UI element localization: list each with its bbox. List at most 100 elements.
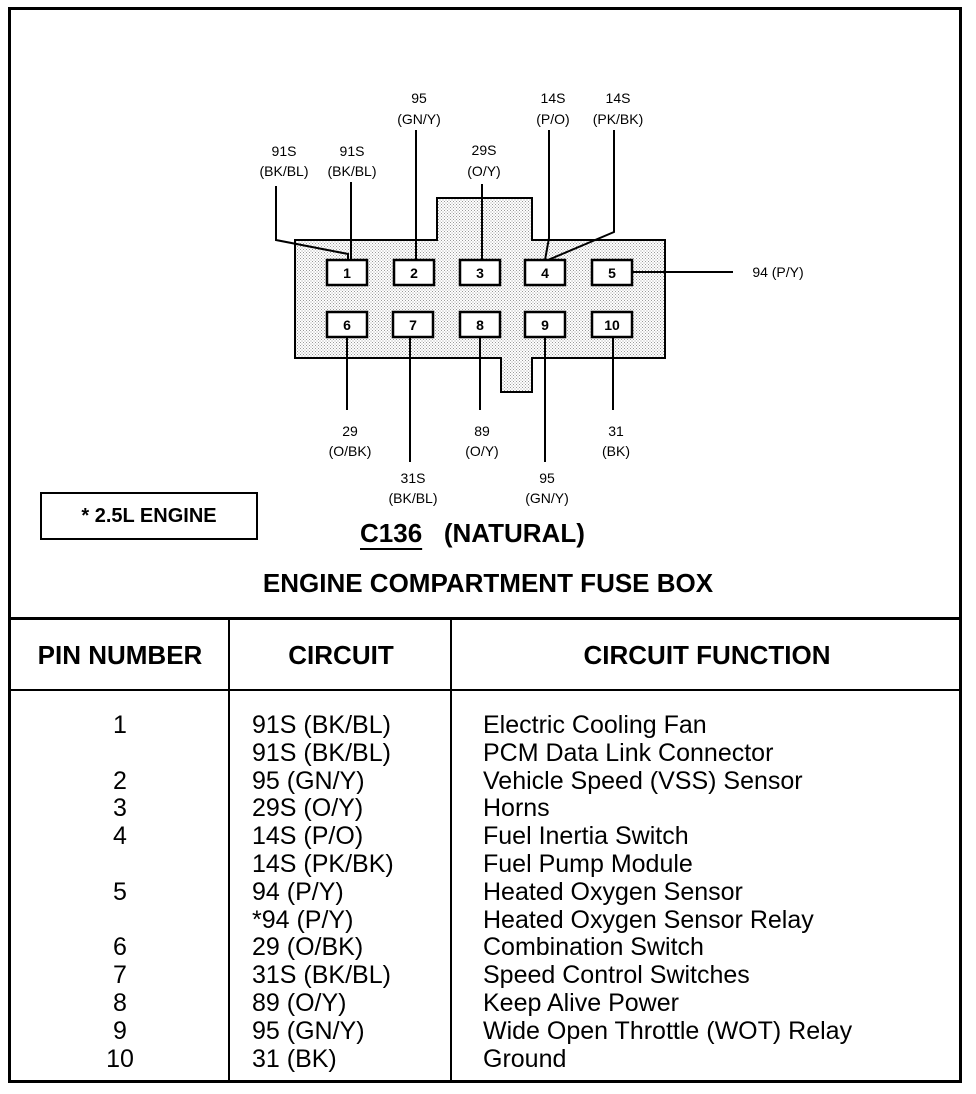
table-cell-circuit: 29S (O/Y) [252, 794, 364, 823]
wire-label-color: (P/O) [536, 111, 569, 127]
wire-label-color: (O/BK) [329, 443, 372, 459]
wire-label-circuit: 94 (P/Y) [752, 264, 803, 280]
pin-number: 4 [541, 265, 549, 281]
table-header-circuit: CIRCUIT [288, 640, 394, 670]
circuit-column: 91S (BK/BL) 91S (BK/BL) 95 (GN/Y) 29S (O… [252, 711, 394, 1073]
connector-type: (NATURAL) [443, 518, 585, 548]
table-cell-pin: 10 [106, 1044, 134, 1073]
pin-cavity-10 [590, 310, 634, 339]
table-cell-circuit: 31S (BK/BL) [252, 961, 391, 990]
table-cell-function: Fuel Pump Module [483, 849, 693, 878]
pin-cavity-6 [325, 310, 369, 339]
table-header-pin: PIN NUMBER [37, 640, 203, 670]
wire-label-circuit: 91S [340, 143, 365, 159]
table-cell-pin: 3 [113, 794, 127, 823]
table-top-border [8, 617, 962, 620]
table-cell-pin: 5 [113, 877, 127, 906]
wire-label-circuit: 31S [401, 470, 426, 486]
diagram-frame [8, 7, 962, 1083]
connector-diagram: 1 2 3 4 5 6 7 8 9 10 91S (BK/BL) 91S (BK… [259, 90, 803, 506]
table-header-function: CIRCUIT FUNCTION [583, 640, 831, 670]
pin-cavity-5 [590, 258, 634, 287]
pin-number: 1 [343, 265, 351, 281]
wire-label-circuit: 31 [608, 423, 624, 439]
pin-number: 10 [604, 317, 620, 333]
wire-pin1-a [275, 186, 349, 260]
pin-cavity-9 [523, 310, 567, 339]
function-column: Electric Cooling Fan PCM Data Link Conne… [483, 711, 853, 1073]
connector-location: ENGINE COMPARTMENT FUSE BOX [262, 568, 714, 598]
wire-label-circuit: 29 [342, 423, 358, 439]
connector-body [294, 197, 666, 393]
table-column-divider [450, 619, 452, 1081]
pin-number: 2 [410, 265, 418, 281]
table-cell-circuit: 14S (P/O) [252, 822, 364, 851]
table-cell-pin: 2 [113, 766, 127, 795]
pin-column: 1 2 3 4 5 6 7 8 9 10 [10, 711, 230, 1073]
wire-label-color: (BK/BL) [327, 163, 376, 179]
table-cell-circuit: 31 (BK) [252, 1044, 337, 1073]
wire-pin4-b [547, 130, 615, 261]
table-cell-function: Combination Switch [483, 933, 704, 962]
table-cell-function: Wide Open Throttle (WOT) Relay [483, 1016, 853, 1045]
table-cell-function: Heated Oxygen Sensor [483, 877, 743, 906]
table-cell-circuit: 29 (O/BK) [252, 933, 364, 962]
pin-cavities [325, 258, 634, 339]
table-cell-pin: 8 [113, 988, 127, 1017]
table-cell-function: Horns [483, 794, 550, 823]
connector-id: C136 [360, 518, 423, 548]
wires [275, 130, 733, 462]
table-cell-pin: 4 [113, 822, 127, 851]
pin-cavity-1 [325, 258, 369, 287]
wire-label-color: (GN/Y) [525, 490, 569, 506]
pin-number: 6 [343, 317, 351, 333]
table-cell-circuit: 89 (O/Y) [252, 988, 347, 1017]
table-cell-function: Electric Cooling Fan [483, 711, 707, 739]
wire-label-color: (GN/Y) [397, 111, 441, 127]
engine-note: * 2.5L ENGINE [40, 492, 258, 540]
wire-label-color: (BK) [602, 443, 630, 459]
pin-number: 5 [608, 265, 616, 281]
table-cell-function: PCM Data Link Connector [483, 738, 774, 767]
table-cell-pin: 6 [113, 933, 127, 962]
pin-cavity-8 [458, 310, 502, 339]
wire-label-circuit: 14S [541, 90, 566, 106]
table-cell-pin [10, 740, 230, 768]
pin-cavity-2 [392, 258, 436, 287]
pin-number: 3 [476, 265, 484, 281]
table-cell-function: Ground [483, 1044, 567, 1073]
wire-label-color: (O/Y) [467, 163, 500, 179]
table-cell-circuit: 91S (BK/BL) [252, 711, 391, 739]
connector-title: C136 (NATURAL) [360, 518, 585, 549]
table-cell-function: Heated Oxygen Sensor Relay [483, 905, 814, 934]
wire-label-color: (O/Y) [465, 443, 498, 459]
table-cell-circuit: 94 (P/Y) [252, 877, 344, 906]
table-cell-function: Fuel Inertia Switch [483, 822, 689, 851]
wire-label-circuit: 14S [606, 90, 631, 106]
wire-label-circuit: 95 [411, 90, 427, 106]
table-cell-circuit: 14S (PK/BK) [252, 849, 394, 878]
table-cell-circuit: *94 (P/Y) [252, 905, 354, 934]
table-column-divider [228, 619, 230, 1081]
table-header-divider [8, 689, 962, 691]
pin-number: 8 [476, 317, 484, 333]
table-cell-pin: 1 [113, 711, 127, 739]
table-cell-pin: 7 [113, 961, 127, 990]
wire-label-circuit: 91S [272, 143, 297, 159]
table-cell-function: Vehicle Speed (VSS) Sensor [483, 766, 803, 795]
wire-pin4-a [544, 130, 550, 261]
wire-label-circuit: 95 [539, 470, 555, 486]
table-cell-circuit: 91S (BK/BL) [252, 738, 391, 767]
pin-cavity-7 [391, 310, 435, 339]
table-cell-circuit: 95 (GN/Y) [252, 1016, 365, 1045]
wire-label-color: (BK/BL) [259, 163, 308, 179]
table-cell-pin [10, 907, 230, 935]
wire-label-color: (PK/BK) [593, 111, 644, 127]
wire-label-circuit: 89 [474, 423, 490, 439]
pin-cavity-4 [523, 258, 567, 287]
table-cell-function: Keep Alive Power [483, 988, 679, 1017]
pin-cavity-3 [458, 258, 502, 287]
table-cell-circuit: 95 (GN/Y) [252, 766, 365, 795]
pin-number: 9 [541, 317, 549, 333]
table-cell-pin [10, 851, 230, 879]
